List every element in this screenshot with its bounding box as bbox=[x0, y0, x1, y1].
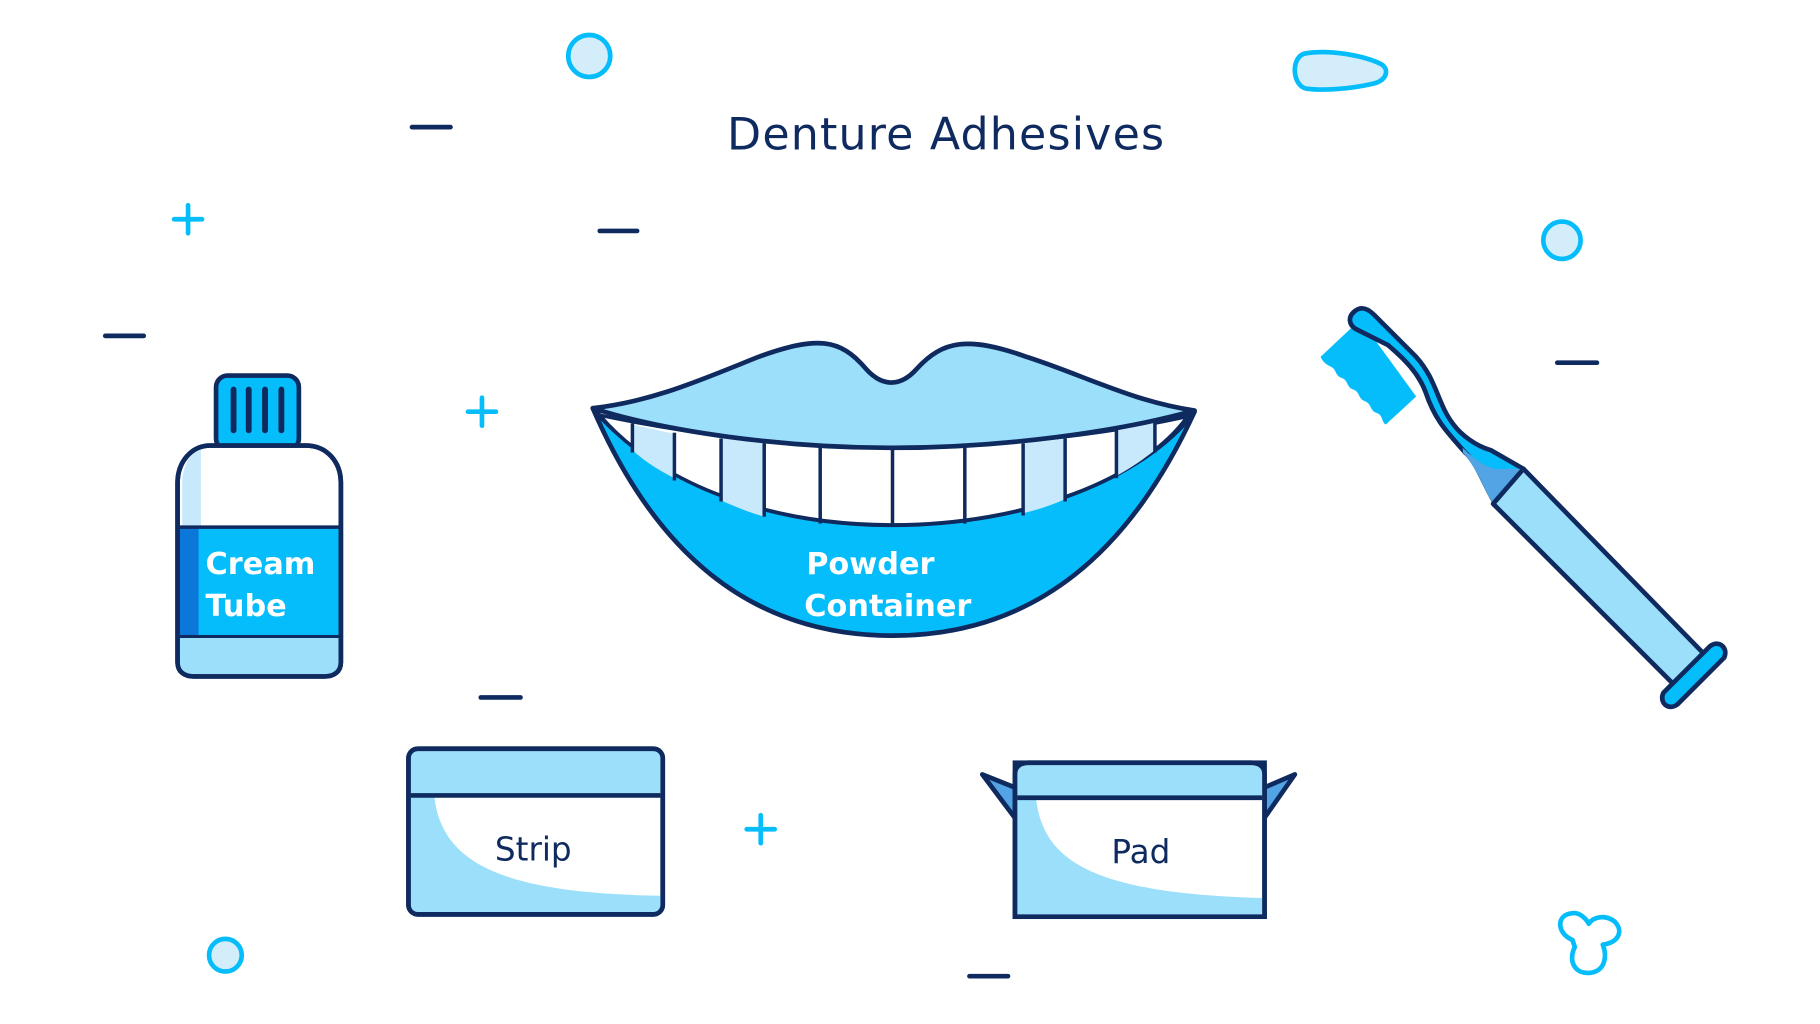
bristles-icon bbox=[1320, 319, 1417, 425]
strip-label: Strip bbox=[495, 831, 572, 869]
toothbrush-handle-icon bbox=[1490, 466, 1713, 693]
bottle-cap-icon bbox=[213, 373, 302, 453]
toothbrush-end-cap-icon bbox=[1659, 641, 1728, 710]
cream-tube-label-line1: Cream bbox=[206, 547, 316, 582]
decor-circle-icon bbox=[565, 32, 613, 80]
powder-container-item[interactable]: Powder Container bbox=[590, 340, 1197, 638]
page-title: Denture Adhesives bbox=[727, 109, 1165, 160]
box-flap-left-icon bbox=[979, 772, 1020, 824]
pad-label: Pad bbox=[1111, 833, 1170, 871]
decor-trefoil-icon bbox=[1557, 910, 1622, 976]
decor-circle-icon bbox=[1540, 219, 1583, 262]
cream-tube-label-line2: Tube bbox=[206, 589, 287, 624]
toothbrush-item[interactable] bbox=[1320, 306, 1728, 710]
cream-tube-item[interactable]: Cream Tube bbox=[175, 373, 344, 679]
box-flap-right-icon bbox=[1259, 772, 1298, 824]
decor-circle-icon bbox=[206, 936, 245, 974]
decor-plus-icons bbox=[171, 202, 778, 846]
decor-dash-icons bbox=[102, 124, 1600, 979]
plus-icon bbox=[744, 812, 778, 846]
pad-item[interactable]: Pad bbox=[979, 760, 1298, 920]
strip-item[interactable]: Strip bbox=[406, 746, 666, 917]
decor-blob-icon bbox=[1292, 49, 1389, 92]
powder-container-label-line1: Powder bbox=[806, 547, 934, 582]
powder-container-label-line2: Container bbox=[804, 589, 971, 624]
plus-icon bbox=[171, 202, 205, 236]
decorations bbox=[102, 32, 1622, 979]
plus-icon bbox=[465, 395, 499, 429]
upper-lip-icon bbox=[590, 340, 1197, 451]
